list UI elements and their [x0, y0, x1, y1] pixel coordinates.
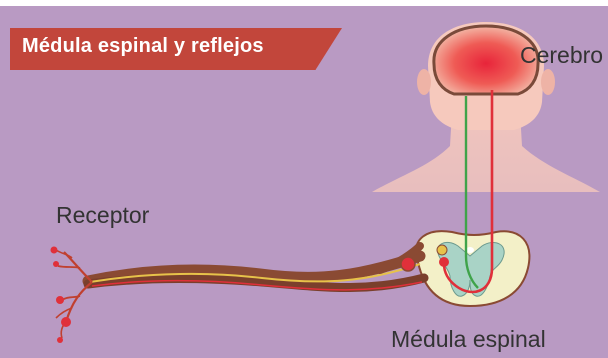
spinal-cord-cross-section-icon: [416, 231, 529, 306]
diagram-title: Médula espinal y reflejos: [22, 35, 264, 58]
receptor-icon: [51, 247, 93, 344]
label-receptor: Receptor: [56, 202, 149, 229]
label-brain: Cerebro: [520, 42, 603, 69]
diagram-panel: Médula espinal y reflejos Cerebro Recept…: [0, 6, 608, 358]
nerve-icon: [88, 246, 424, 290]
label-spinal-cord: Médula espinal: [391, 326, 546, 353]
